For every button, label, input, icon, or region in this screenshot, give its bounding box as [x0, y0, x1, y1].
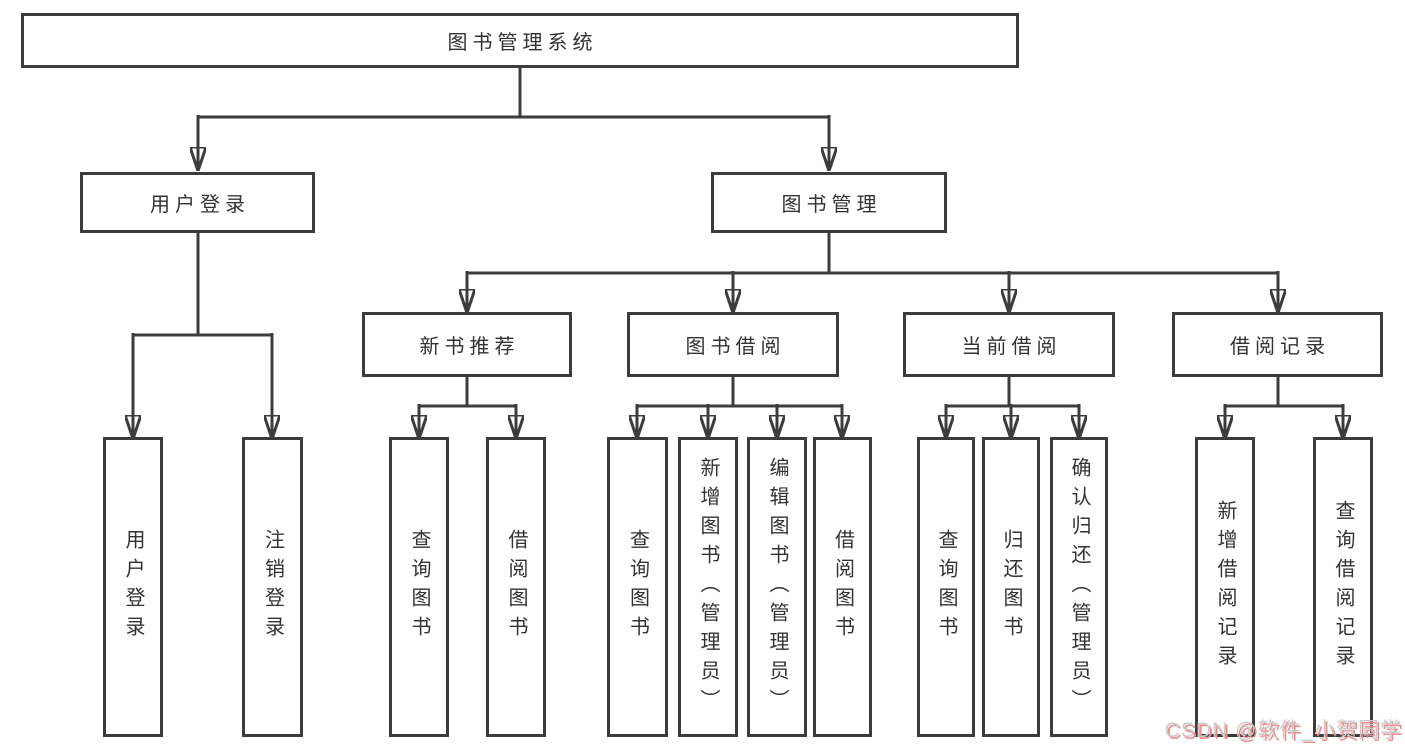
- node-borrow-records: 借阅记录: [1172, 312, 1383, 377]
- connector-line: [419, 377, 516, 408]
- leaf-query-borrow-record: 查询借阅记录: [1313, 437, 1373, 737]
- leaf-label: 新增图书（管理员）: [697, 456, 719, 718]
- leaf-label: 注销登录: [261, 529, 284, 645]
- leaf-logout: 注销登录: [242, 437, 303, 737]
- leaf-edit-book-admin: 编辑图书（管理员）: [747, 437, 807, 737]
- connector-line: [1225, 377, 1343, 408]
- leaf-query-book-borrow: 查询图书: [607, 437, 668, 737]
- connector-line: [637, 377, 842, 408]
- leaf-return-book: 归还图书: [982, 437, 1040, 737]
- node-label: 借阅记录: [1230, 336, 1330, 358]
- leaf-label: 查询图书: [408, 529, 430, 645]
- node-label: 当前借阅: [961, 336, 1062, 358]
- leaf-label: 归还图书: [1000, 529, 1022, 645]
- leaf-add-borrow-record: 新增借阅记录: [1195, 437, 1255, 737]
- leaf-query-book-current: 查询图书: [917, 437, 975, 737]
- leaf-query-book-recommend: 查询图书: [389, 437, 449, 737]
- node-root-library-management-system: 图书管理系统: [21, 13, 1019, 68]
- node-label: 新书推荐: [419, 336, 520, 358]
- leaf-label: 用户登录: [122, 529, 144, 645]
- node-label: 图书管理: [781, 194, 882, 216]
- connector-line: [467, 233, 1278, 275]
- leaf-label: 查询借阅记录: [1332, 500, 1354, 674]
- connector-book-borrow-children: [637, 377, 842, 438]
- leaf-borrow-book-recommend: 借阅图书: [486, 437, 546, 737]
- leaf-user-login: 用户登录: [103, 437, 163, 737]
- leaf-label: 借阅图书: [831, 529, 854, 645]
- csdn-watermark: CSDN @软件_小贺同学: [1164, 719, 1402, 742]
- leaf-add-book-admin: 新增图书（管理员）: [678, 437, 738, 737]
- connector-new-book-recommend-children: [419, 377, 516, 438]
- connector-line: [198, 68, 829, 119]
- node-user-login: 用户登录: [80, 172, 315, 233]
- connector-current-borrow-children: [946, 377, 1079, 438]
- leaf-label: 确认归还（管理员）: [1068, 456, 1090, 718]
- leaf-borrow-book: 借阅图书: [813, 437, 872, 737]
- node-new-book-recommend: 新书推荐: [362, 312, 572, 377]
- connector-user-login-children: [133, 233, 272, 438]
- connector-root-to-level2: [198, 68, 829, 170]
- leaf-label: 查询图书: [935, 529, 957, 645]
- leaf-confirm-return-admin: 确认归还（管理员）: [1050, 437, 1108, 737]
- leaf-label: 新增借阅记录: [1214, 500, 1236, 674]
- node-current-borrow: 当前借阅: [903, 312, 1115, 377]
- connector-line: [946, 377, 1079, 408]
- node-book-borrow: 图书借阅: [627, 312, 839, 377]
- leaf-label: 借阅图书: [505, 529, 527, 645]
- leaf-label: 编辑图书（管理员）: [766, 456, 788, 718]
- connector-borrow-records-children: [1225, 377, 1343, 438]
- node-label: 用户登录: [150, 194, 250, 216]
- node-label: 图书借阅: [685, 336, 786, 358]
- connector-book-management-children: [467, 233, 1278, 312]
- leaf-label: 查询图书: [626, 529, 649, 645]
- node-book-management: 图书管理: [711, 172, 947, 233]
- node-label: 图书管理系统: [447, 32, 598, 54]
- connector-line: [133, 233, 272, 337]
